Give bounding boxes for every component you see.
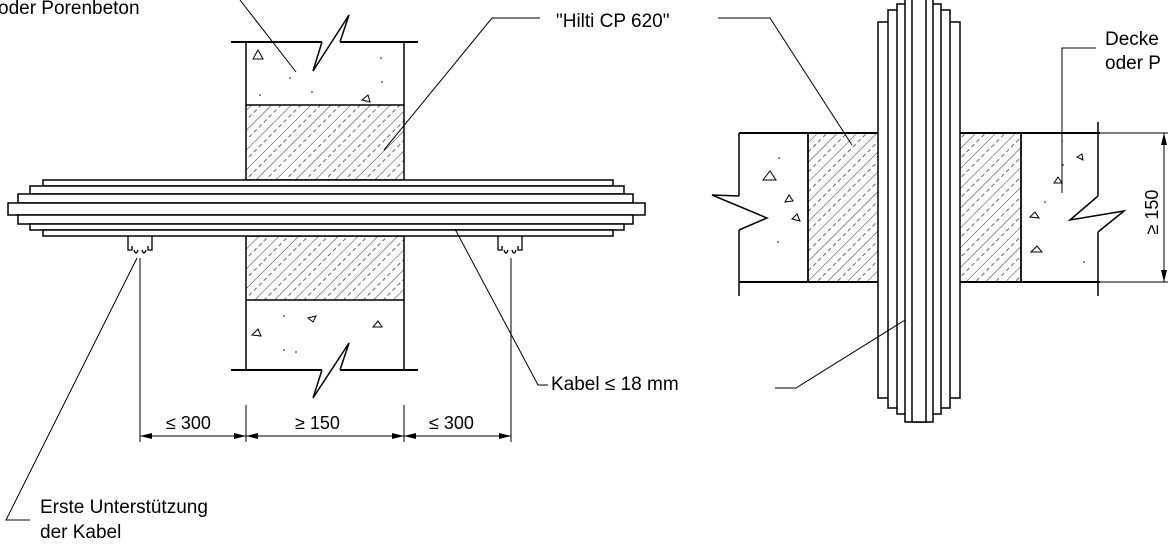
label-cable: Kabel ≤ 18 mm <box>551 374 679 395</box>
leader-lines-wall <box>5 0 548 521</box>
dimension-wall-thickness: ≥ 150 <box>295 413 340 433</box>
wall-upper-concrete <box>231 14 418 105</box>
leader-lines-slab <box>718 17 1096 389</box>
sealant-lower <box>245 235 405 301</box>
cable-bundle-horizontal <box>7 179 646 237</box>
dimension-line-wall <box>139 258 512 442</box>
label-support-2: der Kabel <box>40 522 121 543</box>
cable-support-left <box>127 236 153 254</box>
dimension-right-span: ≤ 300 <box>429 413 474 433</box>
label-wall-material: oder Porenbeton <box>0 0 140 19</box>
wall-lower-concrete <box>231 300 418 399</box>
dimension-slab-thickness: ≥ 150 <box>1142 190 1162 235</box>
cable-bundle-vertical <box>877 0 961 423</box>
label-support-1: Erste Unterstützung <box>40 497 208 518</box>
cable-support-right <box>497 236 523 254</box>
wall-view <box>5 0 646 521</box>
slab-view <box>711 0 1168 423</box>
label-product: "Hilti CP 620" <box>556 11 669 32</box>
dimension-left-span: ≤ 300 <box>166 413 211 433</box>
slab-sealant-left <box>807 132 889 283</box>
dimension-line-slab <box>1100 132 1168 283</box>
sealant-upper <box>245 104 405 181</box>
label-slab-material-2: oder P <box>1105 53 1161 74</box>
label-slab-material-1: Decke <box>1105 29 1159 50</box>
